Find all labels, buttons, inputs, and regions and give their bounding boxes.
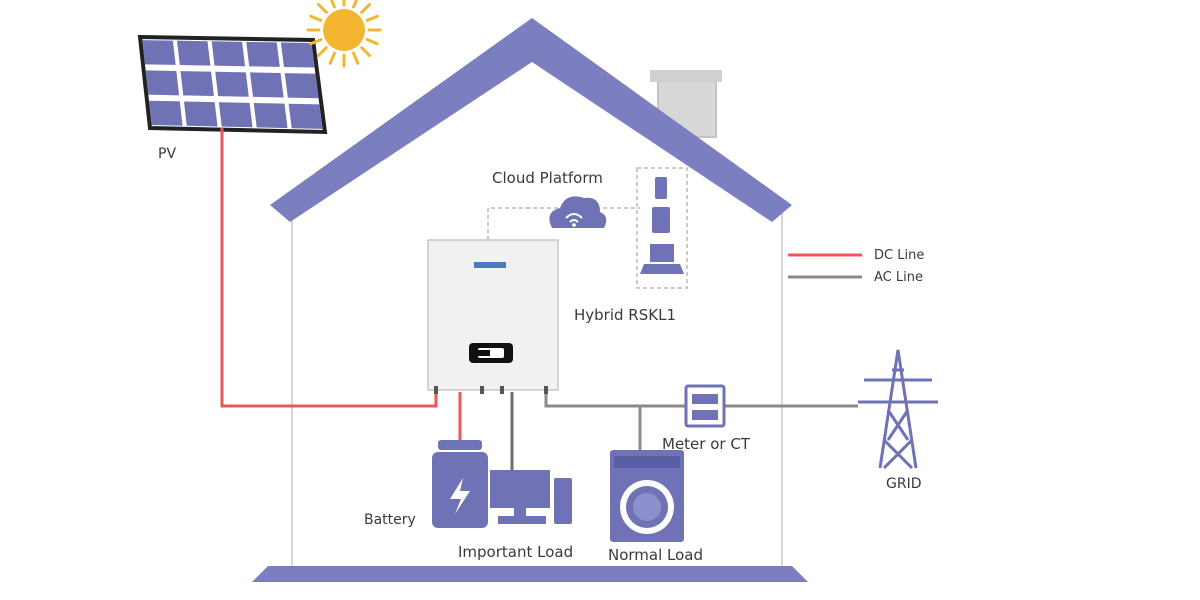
cloud-platform-label: Cloud Platform [492,169,603,187]
legend: DC Line AC Line [788,248,924,285]
chimney-cap [650,70,722,82]
legend-ac-label: AC Line [874,270,923,285]
legend-dc-label: DC Line [874,248,924,263]
house [252,18,808,582]
solar-cell [142,40,176,65]
important-load-label: Important Load [458,543,573,561]
inverter-label: Hybrid RSKL1 [574,306,676,324]
dc-line-pv [220,128,438,408]
sun-ray [360,46,371,57]
sun-ray [360,3,371,14]
ground [252,566,808,582]
solar-cell [211,41,246,67]
sun-ray [329,0,336,9]
sun-ray [317,46,328,57]
solar-cell [280,42,315,68]
normal-load-label: Normal Load [608,546,703,564]
solar-cell [253,102,288,129]
laptop-icon [640,244,684,274]
devices-box [636,167,688,289]
solar-cell [177,40,211,66]
solar-panel-icon [137,34,328,135]
grid-label: GRID [886,476,922,492]
solar-cell [288,103,323,129]
solar-cell [149,100,183,126]
sun-ray [317,3,328,14]
solar-cell [246,41,280,67]
phone-icon [655,177,667,199]
solar-cell [145,70,180,96]
roof [270,18,792,222]
tablet-icon [652,207,670,233]
pv-label: PV [158,146,176,162]
meter-icon [684,384,726,428]
sun-ray [309,38,323,46]
sun-ray [365,14,379,22]
ac-line-grid [544,392,858,408]
devices-group [636,167,688,289]
solar-cell [284,73,319,99]
meter-label: Meter or CT [662,435,751,453]
cloud-wifi-icon [549,196,607,228]
solar-cell [183,101,218,127]
sun-ray [328,51,336,65]
sun-ray [352,0,359,9]
solar-cell [215,71,249,97]
sun-ray [352,51,360,65]
solar-cell [218,102,253,128]
sun-ray [365,38,379,46]
sun-ray [309,14,323,22]
washing-machine-icon [610,450,684,542]
solar-cell [249,72,284,98]
computer-icon [490,470,572,524]
battery-label: Battery [364,512,416,528]
sun-icon [306,0,382,68]
battery-icon [432,440,488,528]
solar-cell [180,71,214,97]
inverter-icon [427,239,559,394]
transmission-tower-icon [858,349,938,470]
